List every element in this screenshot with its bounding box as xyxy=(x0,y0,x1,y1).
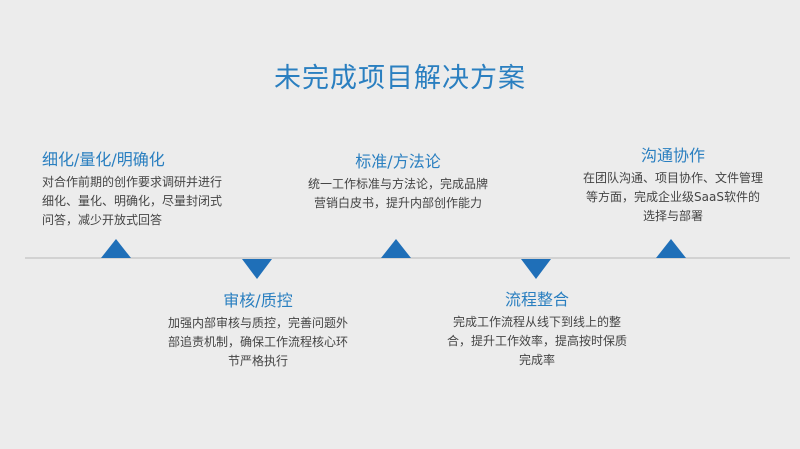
triangle-up-marker-3 xyxy=(381,239,411,258)
item-text: 在团队沟通、项目协作、文件管理等方面，完成企业级SaaS软件的选择与部署 xyxy=(583,171,764,223)
item-text: 统一工作标准与方法论，完成品牌营销白皮书，提升内部创作能力 xyxy=(308,177,489,210)
triangle-down-marker-2 xyxy=(242,259,272,279)
timeline-item-5: 沟通协作 在团队沟通、项目协作、文件管理等方面，完成企业级SaaS软件的选择与部… xyxy=(583,146,763,226)
item-heading: 沟通协作 xyxy=(640,146,705,165)
slide-title: 未完成项目解决方案 xyxy=(274,63,526,94)
item-heading: 审核/质控 xyxy=(223,291,293,310)
timeline-item-1: 细化/量化/明确化 对合作前期的创作要求调研并进行细化、量化、明确化，尽量封闭式… xyxy=(42,150,222,230)
timeline-item-3: 标准/方法论 统一工作标准与方法论，完成品牌营销白皮书，提升内部创作能力 xyxy=(308,152,488,213)
triangle-up-marker-5 xyxy=(656,239,686,258)
item-heading: 标准/方法论 xyxy=(355,152,441,171)
triangle-up-marker-1 xyxy=(101,239,131,258)
item-text: 加强内部审核与质控，完善问题外部追责机制，确保工作流程核心环节严格执行 xyxy=(168,316,349,368)
timeline-item-4: 流程整合 完成工作流程从线下到线上的整合，提升工作效率，提高按时保质完成率 xyxy=(447,290,627,370)
triangle-down-marker-4 xyxy=(521,259,551,279)
item-heading: 流程整合 xyxy=(504,290,569,309)
item-text: 完成工作流程从线下到线上的整合，提升工作效率，提高按时保质完成率 xyxy=(447,315,628,367)
timeline-line xyxy=(25,257,790,259)
timeline-item-2: 审核/质控 加强内部审核与质控，完善问题外部追责机制，确保工作流程核心环节严格执… xyxy=(168,291,348,371)
item-heading: 细化/量化/明确化 xyxy=(42,150,165,169)
item-text: 对合作前期的创作要求调研并进行细化、量化、明确化，尽量封闭式问答，减少开放式回答 xyxy=(42,175,223,227)
